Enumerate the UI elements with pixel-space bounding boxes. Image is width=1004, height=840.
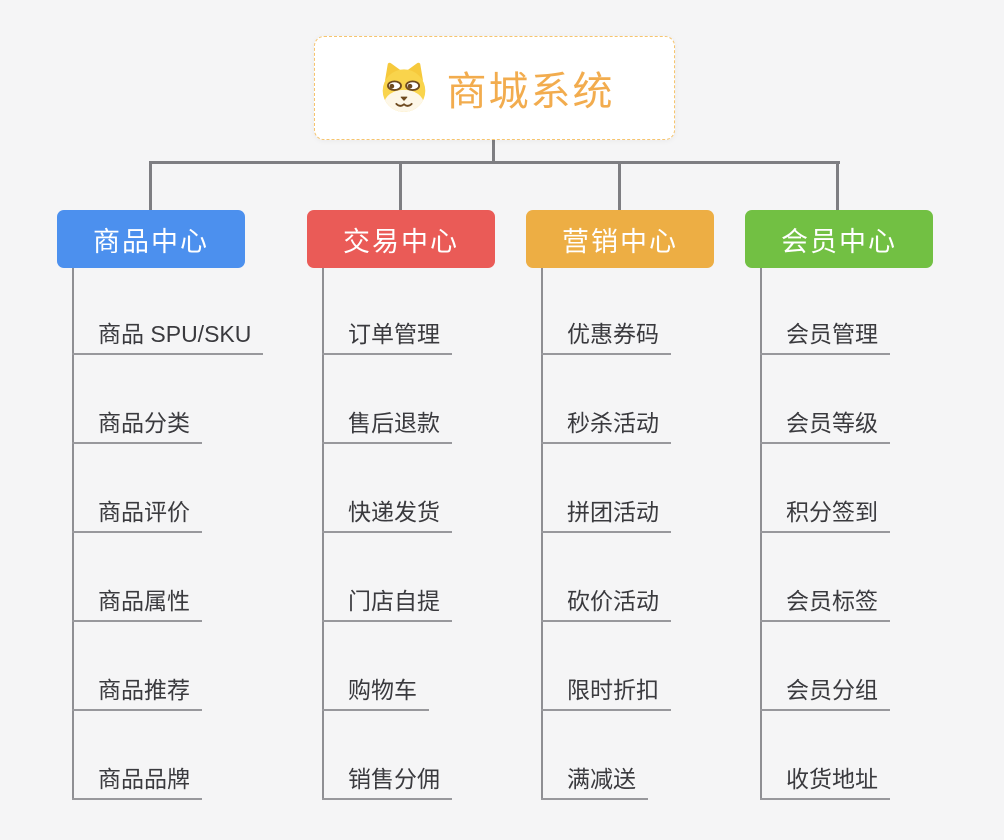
branch-connector-bar (149, 161, 840, 164)
leaf-node[interactable]: 砍价活动 (541, 586, 671, 622)
branch-node[interactable]: 商品中心 (57, 210, 245, 268)
leaf-node[interactable]: 购物车 (322, 675, 429, 711)
branch-connector-drop (399, 161, 402, 211)
branch-node[interactable]: 营销中心 (526, 210, 714, 268)
branch-node[interactable]: 交易中心 (307, 210, 495, 268)
branch-connector-drop (149, 161, 152, 211)
leaf-node[interactable]: 门店自提 (322, 586, 452, 622)
leaf-node[interactable]: 会员等级 (760, 408, 890, 444)
branch-trunk-line (72, 268, 74, 800)
branch-node-label: 商品中心 (93, 226, 209, 257)
branch-connector-drop (618, 161, 621, 211)
leaf-node[interactable]: 商品品牌 (72, 764, 202, 800)
branch-node-label: 交易中心 (343, 226, 459, 257)
leaf-node[interactable]: 快递发货 (322, 497, 452, 533)
branch-trunk-line (541, 268, 543, 800)
leaf-node[interactable]: 订单管理 (322, 319, 452, 355)
leaf-node[interactable]: 优惠券码 (541, 319, 671, 355)
leaf-node[interactable]: 商品评价 (72, 497, 202, 533)
branch-node-label: 会员中心 (781, 226, 897, 257)
leaf-node[interactable]: 商品属性 (72, 586, 202, 622)
leaf-node[interactable]: 满减送 (541, 764, 648, 800)
branch-node-label: 营销中心 (562, 226, 678, 257)
root-node[interactable]: 商城系统 (314, 36, 675, 140)
leaf-node[interactable]: 销售分佣 (322, 764, 452, 800)
branch-column: 营销中心优惠券码秒杀活动拼团活动砍价活动限时折扣满减送 (526, 210, 714, 810)
branch-node[interactable]: 会员中心 (745, 210, 933, 268)
leaf-node[interactable]: 限时折扣 (541, 675, 671, 711)
branch-trunk-line (760, 268, 762, 800)
leaf-node[interactable]: 商品 SPU/SKU (72, 319, 264, 355)
leaf-node[interactable]: 会员标签 (760, 586, 890, 622)
leaf-node[interactable]: 拼团活动 (541, 497, 671, 533)
leaf-node[interactable]: 收货地址 (760, 764, 890, 800)
leaf-node[interactable]: 会员管理 (760, 319, 890, 355)
branch-column: 会员中心会员管理会员等级积分签到会员标签会员分组收货地址 (745, 210, 933, 810)
branch-connector-drop (836, 161, 839, 211)
branch-column: 交易中心订单管理售后退款快递发货门店自提购物车销售分佣 (307, 210, 495, 810)
doge-icon (382, 62, 425, 113)
root-connector-line (492, 140, 495, 164)
root-node-label: 商城系统 (446, 70, 615, 114)
leaf-node[interactable]: 积分签到 (760, 497, 890, 533)
branch-column: 商品中心商品 SPU/SKU 商品分类商品评价商品属性商品推荐商品品牌 (57, 210, 264, 810)
leaf-node[interactable]: 售后退款 (322, 408, 452, 444)
branch-trunk-line (322, 268, 324, 800)
leaf-node[interactable]: 商品推荐 (72, 675, 202, 711)
leaf-node[interactable]: 秒杀活动 (541, 408, 671, 444)
leaf-node[interactable]: 商品分类 (72, 408, 202, 444)
leaf-node[interactable]: 会员分组 (760, 675, 890, 711)
